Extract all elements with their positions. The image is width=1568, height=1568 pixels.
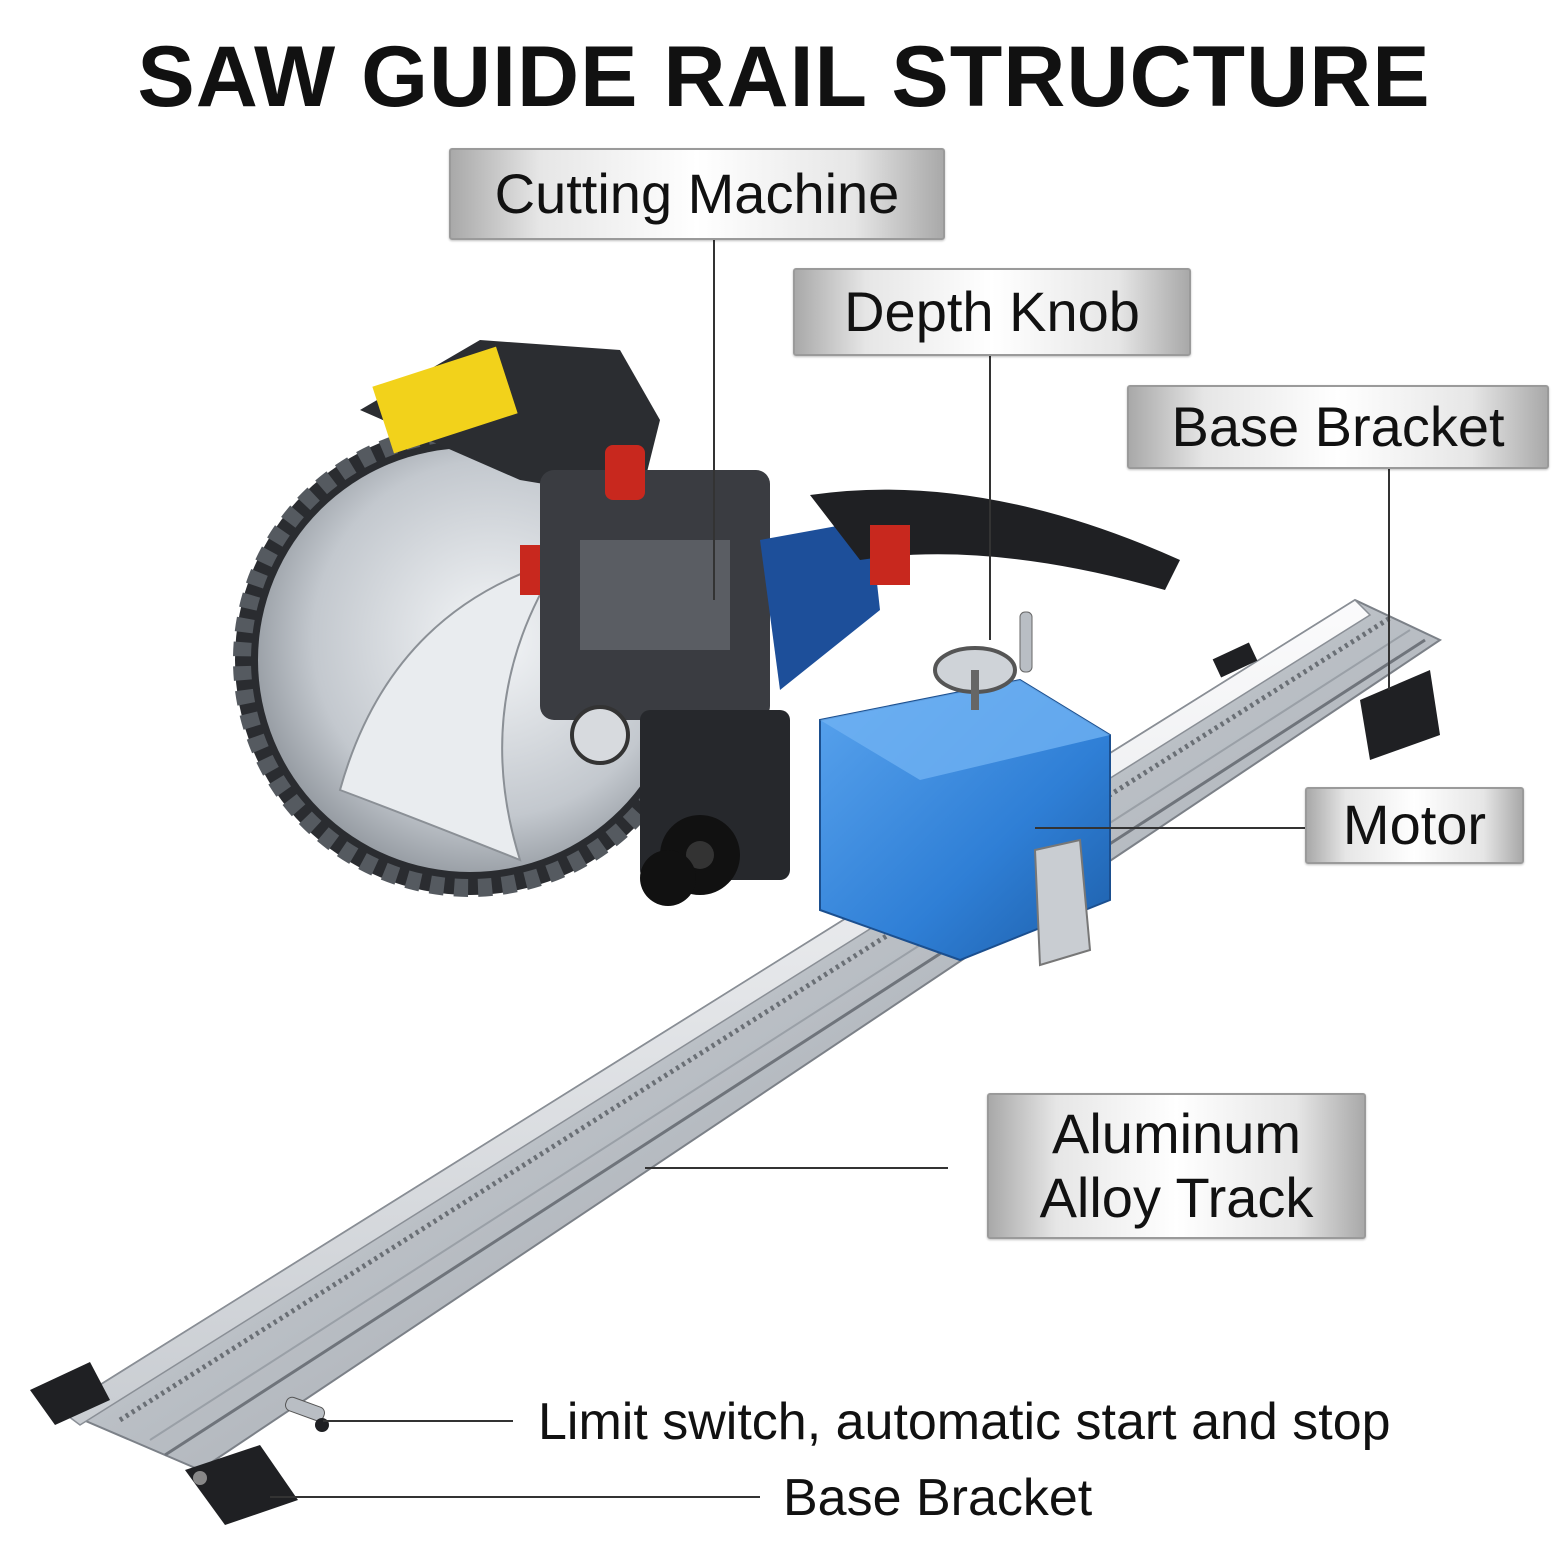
leader-lines <box>270 237 1390 1498</box>
label-limit-switch: Limit switch, automatic start and stop <box>538 1393 1391 1451</box>
label-motor-text: Motor <box>1342 793 1487 857</box>
label-cutting-machine: Cutting Machine <box>449 148 945 240</box>
label-base-bracket-top-text: Base Bracket <box>1171 394 1505 458</box>
label-motor: Motor <box>1305 787 1524 864</box>
label-depth-knob: Depth Knob <box>793 268 1191 356</box>
cutting-machine-body <box>360 340 1180 906</box>
label-base-bracket-top: Base Bracket <box>1127 385 1549 469</box>
label-track-line2: Alloy Track <box>1039 1166 1314 1229</box>
motor-housing <box>819 611 1111 967</box>
page-title: SAW GUIDE RAIL STRUCTURE <box>137 29 1431 125</box>
limit-switch <box>285 1396 329 1432</box>
label-base-bracket-bottom: Base Bracket <box>783 1469 1093 1527</box>
label-aluminum-alloy-track: Aluminum Alloy Track <box>987 1093 1366 1239</box>
label-depth-knob-text: Depth Knob <box>844 279 1140 343</box>
label-cutting-machine-text: Cutting Machine <box>494 161 900 225</box>
label-track-line1: Aluminum <box>1052 1101 1301 1165</box>
base-bracket-near <box>30 1362 298 1525</box>
base-bracket-far <box>1212 642 1440 760</box>
